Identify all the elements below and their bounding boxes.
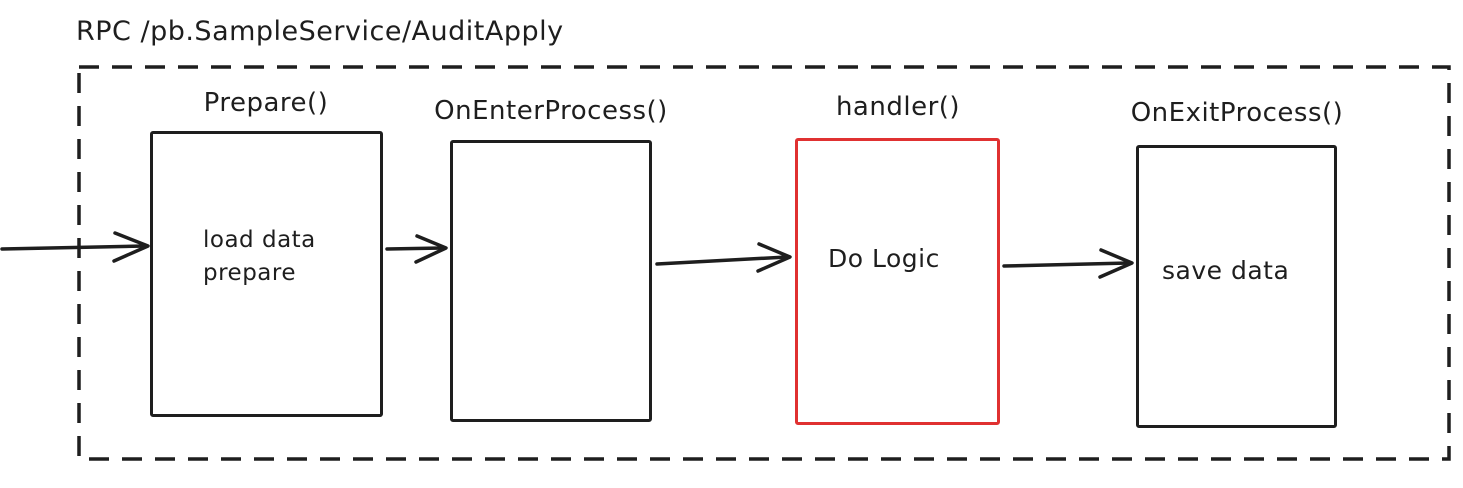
arrow-handler-to-onexitprocess [1002, 248, 1134, 279]
box-label-onenterprocess: OnEnterProcess() [434, 96, 668, 126]
arrow-entry [0, 231, 150, 263]
arrow-onenterprocess-to-handler [655, 242, 792, 273]
box-onenterprocess [450, 140, 652, 422]
box-label-handler: handler() [835, 92, 961, 122]
diagram-title: RPC /pb.SampleService/AuditApply [76, 16, 564, 47]
box-content-onexitprocess: save data [1162, 256, 1290, 285]
box-handler [795, 138, 1000, 425]
box-label-prepare: Prepare() [203, 88, 329, 118]
box-content-prepare: load data prepare [203, 227, 316, 287]
box-content-handler: Do Logic [828, 244, 940, 273]
box-onexitprocess [1136, 145, 1337, 428]
arrow-prepare-to-onenterprocess [385, 234, 448, 264]
box-label-onexitprocess: OnExitProcess() [1130, 98, 1344, 128]
box-prepare [150, 131, 383, 417]
